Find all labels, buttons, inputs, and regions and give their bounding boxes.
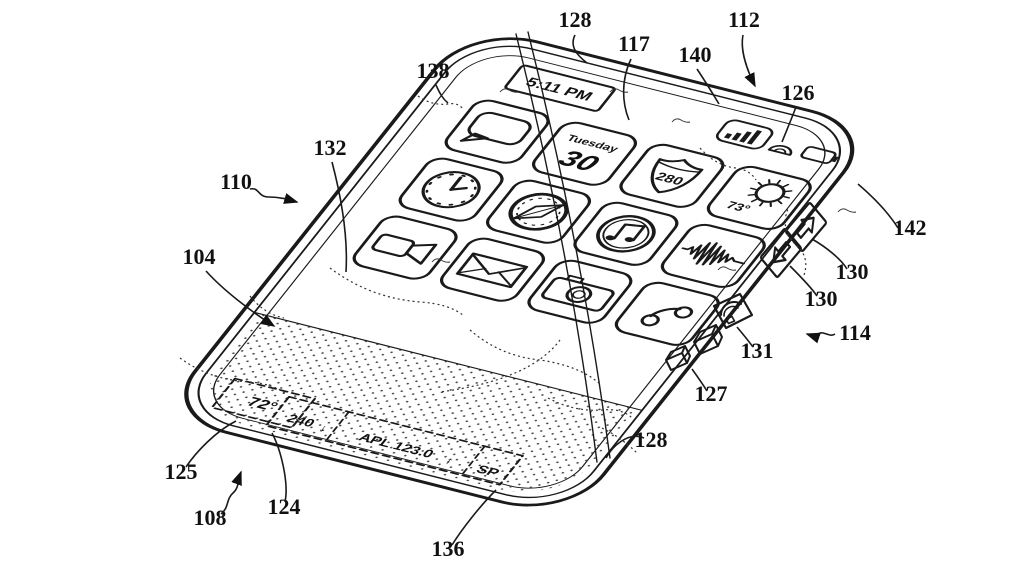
svg-text:117: 117 <box>618 31 650 56</box>
app-tile-phone <box>611 280 724 348</box>
app-tile-music <box>569 200 682 268</box>
app-tile-browser <box>482 178 595 246</box>
clock-icon <box>413 167 488 212</box>
ref-label-140: 140 <box>679 42 720 104</box>
svg-text:127: 127 <box>695 381 728 406</box>
scratch-mark <box>838 209 856 212</box>
status-time: 5:11 PM <box>522 75 596 104</box>
svg-text:138: 138 <box>417 58 450 83</box>
music-note-icon <box>588 211 663 256</box>
ref-label-114: 114 <box>807 320 871 345</box>
ref-label-127: 127 <box>692 369 728 406</box>
scratch-mark <box>718 267 736 270</box>
leader-line <box>573 35 587 63</box>
phone-handset-icon <box>640 304 694 326</box>
weather-temp: 73° <box>723 199 753 215</box>
side-cube-button <box>666 346 690 370</box>
svg-text:130: 130 <box>805 286 838 311</box>
ref-label-138: 138 <box>417 58 450 103</box>
svg-text:108: 108 <box>194 505 227 530</box>
ref-label-125: 125 <box>165 421 237 484</box>
reflection-squiggle <box>700 148 756 180</box>
svg-text:126: 126 <box>782 80 815 105</box>
app-tile-maps: 280 <box>615 142 728 210</box>
ref-label-142: 142 <box>858 184 927 240</box>
ref-label-131: 131 <box>737 327 774 363</box>
app-tile-messages <box>441 98 554 166</box>
leader-arrow <box>807 333 835 336</box>
earpiece-icon <box>769 144 795 155</box>
ref-label-136: 136 <box>432 490 497 561</box>
svg-text:136: 136 <box>432 536 465 561</box>
app-tile-clock <box>395 156 508 224</box>
svg-text:114: 114 <box>839 320 871 345</box>
messages-icon <box>459 111 534 154</box>
svg-text:104: 104 <box>183 244 216 269</box>
scratch-mark <box>672 119 690 122</box>
phone-body: 5:11 PM <box>160 25 879 519</box>
ref-label-110: 110 <box>220 169 297 202</box>
leader-arrow <box>742 35 755 86</box>
leader-line <box>624 59 631 120</box>
app-tile-mail <box>436 236 549 304</box>
leader-line <box>332 162 346 272</box>
ref-label-130-lower: 130 <box>790 266 838 311</box>
svg-text:131: 131 <box>741 338 774 363</box>
svg-text:132: 132 <box>314 135 347 160</box>
svg-text:124: 124 <box>268 494 301 519</box>
svg-text:140: 140 <box>679 42 712 67</box>
signal-bars-icon <box>714 119 776 151</box>
app-tile-video <box>349 214 462 282</box>
ref-label-130-upper: 130 <box>812 239 869 284</box>
app-tile-calendar: Tuesday 30 <box>528 120 641 188</box>
leader-arrow <box>250 189 297 202</box>
waveform-icon <box>675 237 753 274</box>
svg-text:128: 128 <box>559 7 592 32</box>
mail-envelope-icon <box>457 254 526 288</box>
ref-label-112: 112 <box>728 7 760 86</box>
app-tile-voice-memos <box>657 222 770 290</box>
svg-text:128: 128 <box>635 427 668 452</box>
svg-text:112: 112 <box>728 7 760 32</box>
video-camera-icon <box>370 232 436 264</box>
leader-line <box>858 184 898 228</box>
ref-label-108: 108 <box>194 472 242 530</box>
svg-text:125: 125 <box>165 459 198 484</box>
leader-line <box>790 266 817 296</box>
svg-text:130: 130 <box>836 259 869 284</box>
app-tile-weather: 73° <box>703 164 816 232</box>
camera-icon <box>540 273 618 312</box>
svg-text:110: 110 <box>220 169 252 194</box>
battery-icon <box>800 146 841 165</box>
